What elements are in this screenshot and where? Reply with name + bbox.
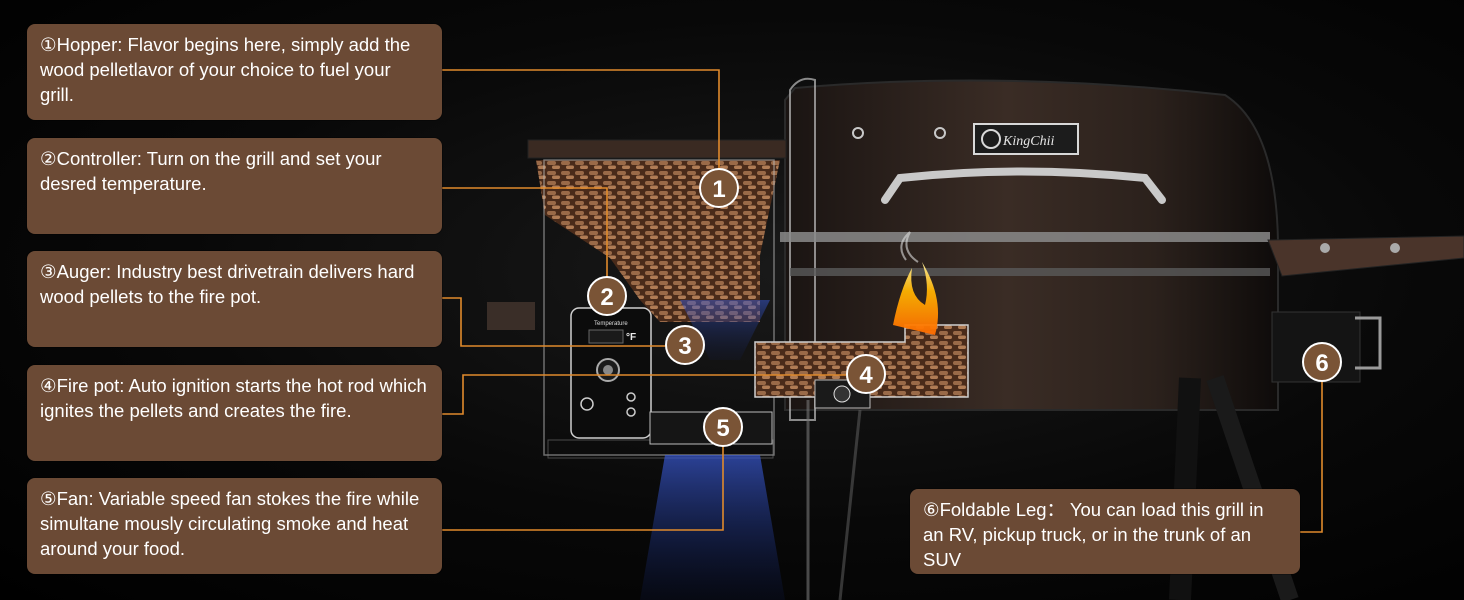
marker-2: 2 bbox=[587, 276, 627, 316]
leader-lines bbox=[442, 69, 1323, 533]
marker-3: 3 bbox=[665, 325, 705, 365]
callout-fire-pot: ④Fire pot: Auto ignition starts the hot … bbox=[27, 365, 442, 461]
callout-controller: ②Controller: Turn on the grill and set y… bbox=[27, 138, 442, 234]
svg-text:5: 5 bbox=[716, 415, 729, 442]
leader-line-5 bbox=[442, 446, 724, 531]
svg-text:6: 6 bbox=[1315, 350, 1328, 377]
svg-text:1: 1 bbox=[712, 176, 725, 203]
callout-hopper: ①Hopper: Flavor begins here, simply add … bbox=[27, 24, 442, 120]
leader-line-6 bbox=[1300, 381, 1323, 533]
leader-line-4 bbox=[442, 374, 846, 415]
controller-unit: °F bbox=[626, 332, 636, 343]
controller-label: Temperature bbox=[594, 321, 628, 327]
leader-line-2 bbox=[442, 187, 608, 278]
callout-foldable-leg: ⑥Foldable Leg： You can load this grill i… bbox=[910, 489, 1300, 574]
brand-logo-text: KingChii bbox=[1002, 134, 1054, 149]
svg-text:4: 4 bbox=[859, 362, 873, 389]
leader-line-3 bbox=[442, 297, 666, 347]
marker-1: 1 bbox=[699, 168, 739, 208]
controller-panel: Temperature °F bbox=[570, 307, 652, 439]
marker-4: 4 bbox=[846, 354, 886, 394]
marker-5: 5 bbox=[703, 407, 743, 447]
numbered-markers: 1 2 3 4 5 6 bbox=[587, 168, 1342, 447]
svg-text:2: 2 bbox=[600, 284, 613, 311]
marker-6: 6 bbox=[1302, 342, 1342, 382]
callout-fan: ⑤Fan: Variable speed fan stokes the fire… bbox=[27, 478, 442, 574]
leader-line-1 bbox=[442, 69, 720, 170]
brand-badge: KingChii bbox=[973, 123, 1079, 155]
svg-text:3: 3 bbox=[678, 333, 691, 360]
callout-auger: ③Auger: Industry best drivetrain deliver… bbox=[27, 251, 442, 347]
